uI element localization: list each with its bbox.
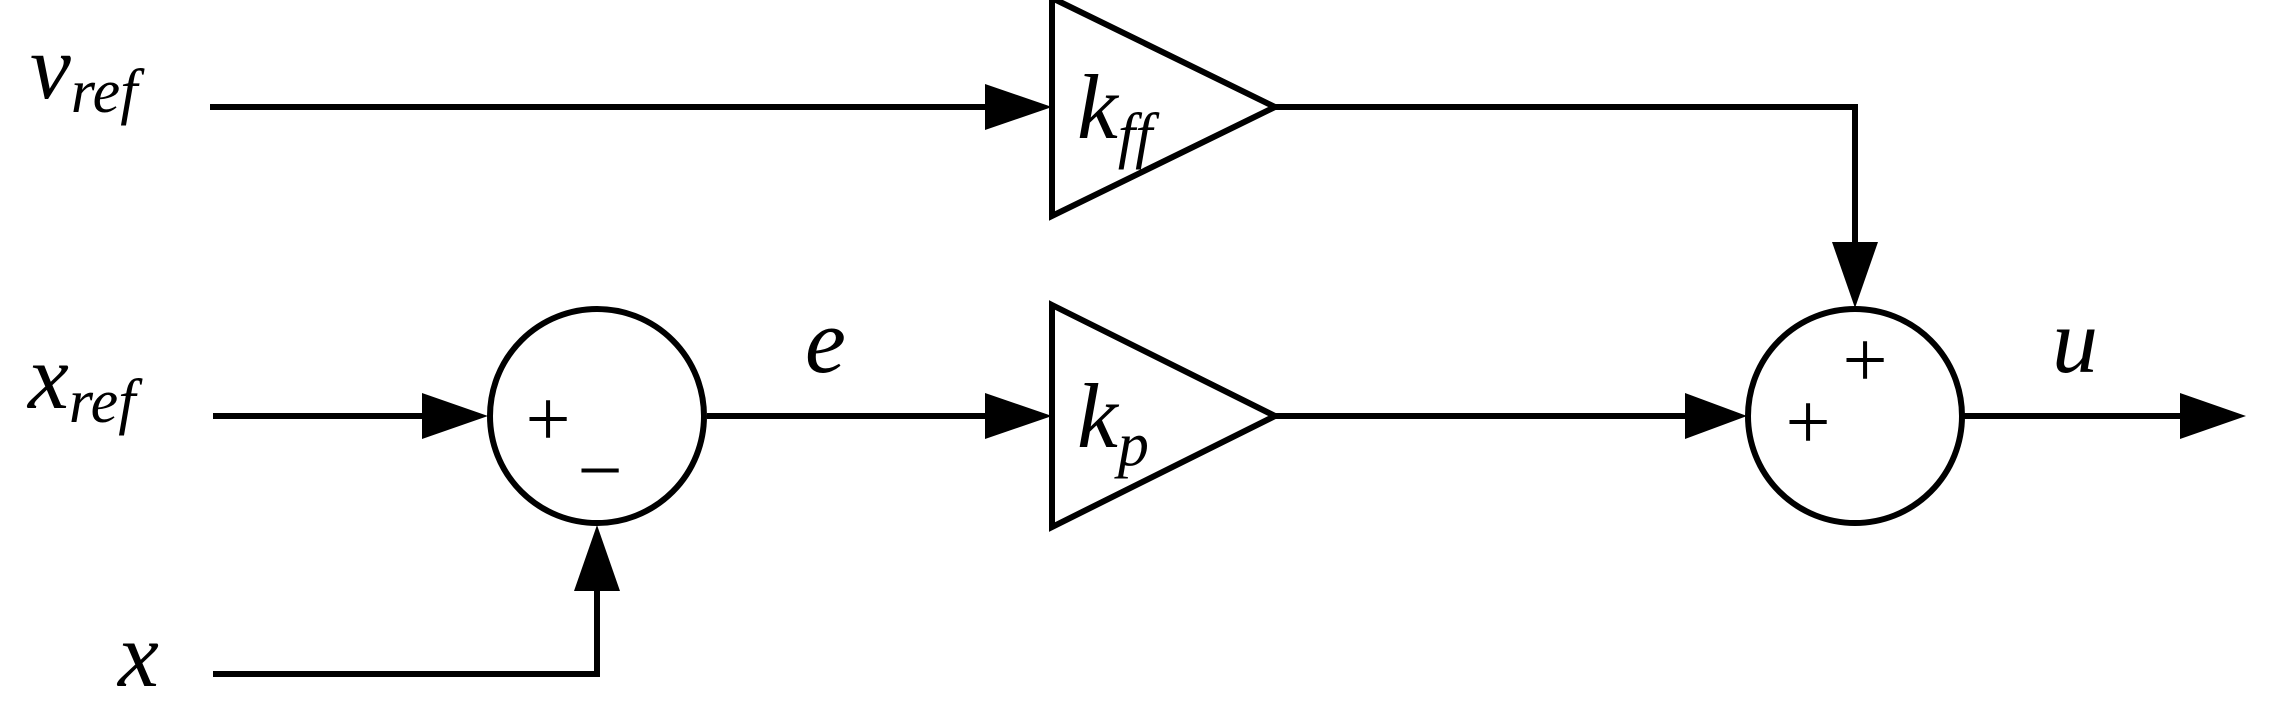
wire-kff-to-sum: [1275, 104, 1858, 248]
arrowhead-into-sum-top: [1832, 242, 1878, 308]
arrowhead-into-kff: [985, 84, 1052, 130]
error-summing-junction: [487, 306, 707, 526]
label-x-ref: xref: [26, 326, 143, 436]
arrowhead-into-error-junction-bottom: [574, 525, 620, 591]
arrowhead-into-kp: [985, 393, 1052, 439]
output-junction-plus-left-sign: +: [1785, 379, 1830, 467]
label-x: x: [116, 604, 159, 706]
arrowhead-output: [2180, 393, 2246, 439]
arrowhead-into-sum-left: [1685, 393, 1747, 439]
wire-x-to-error-junction: [213, 584, 600, 677]
error-junction-minus-sign: −: [577, 427, 622, 515]
output-summing-junction: [1745, 306, 1965, 526]
gain-block-proportional: [1049, 300, 1282, 532]
gain-block-feedforward: [1049, 0, 1282, 221]
output-junction-plus-top-sign: +: [1842, 317, 1887, 405]
arrowhead-into-error-junction-left: [422, 393, 488, 439]
label-k-p: kp: [1077, 365, 1149, 479]
label-u: u: [2052, 290, 2098, 392]
error-junction-plus-sign: +: [525, 376, 570, 464]
label-e: e: [805, 290, 846, 392]
label-v-ref: vref: [30, 16, 145, 126]
